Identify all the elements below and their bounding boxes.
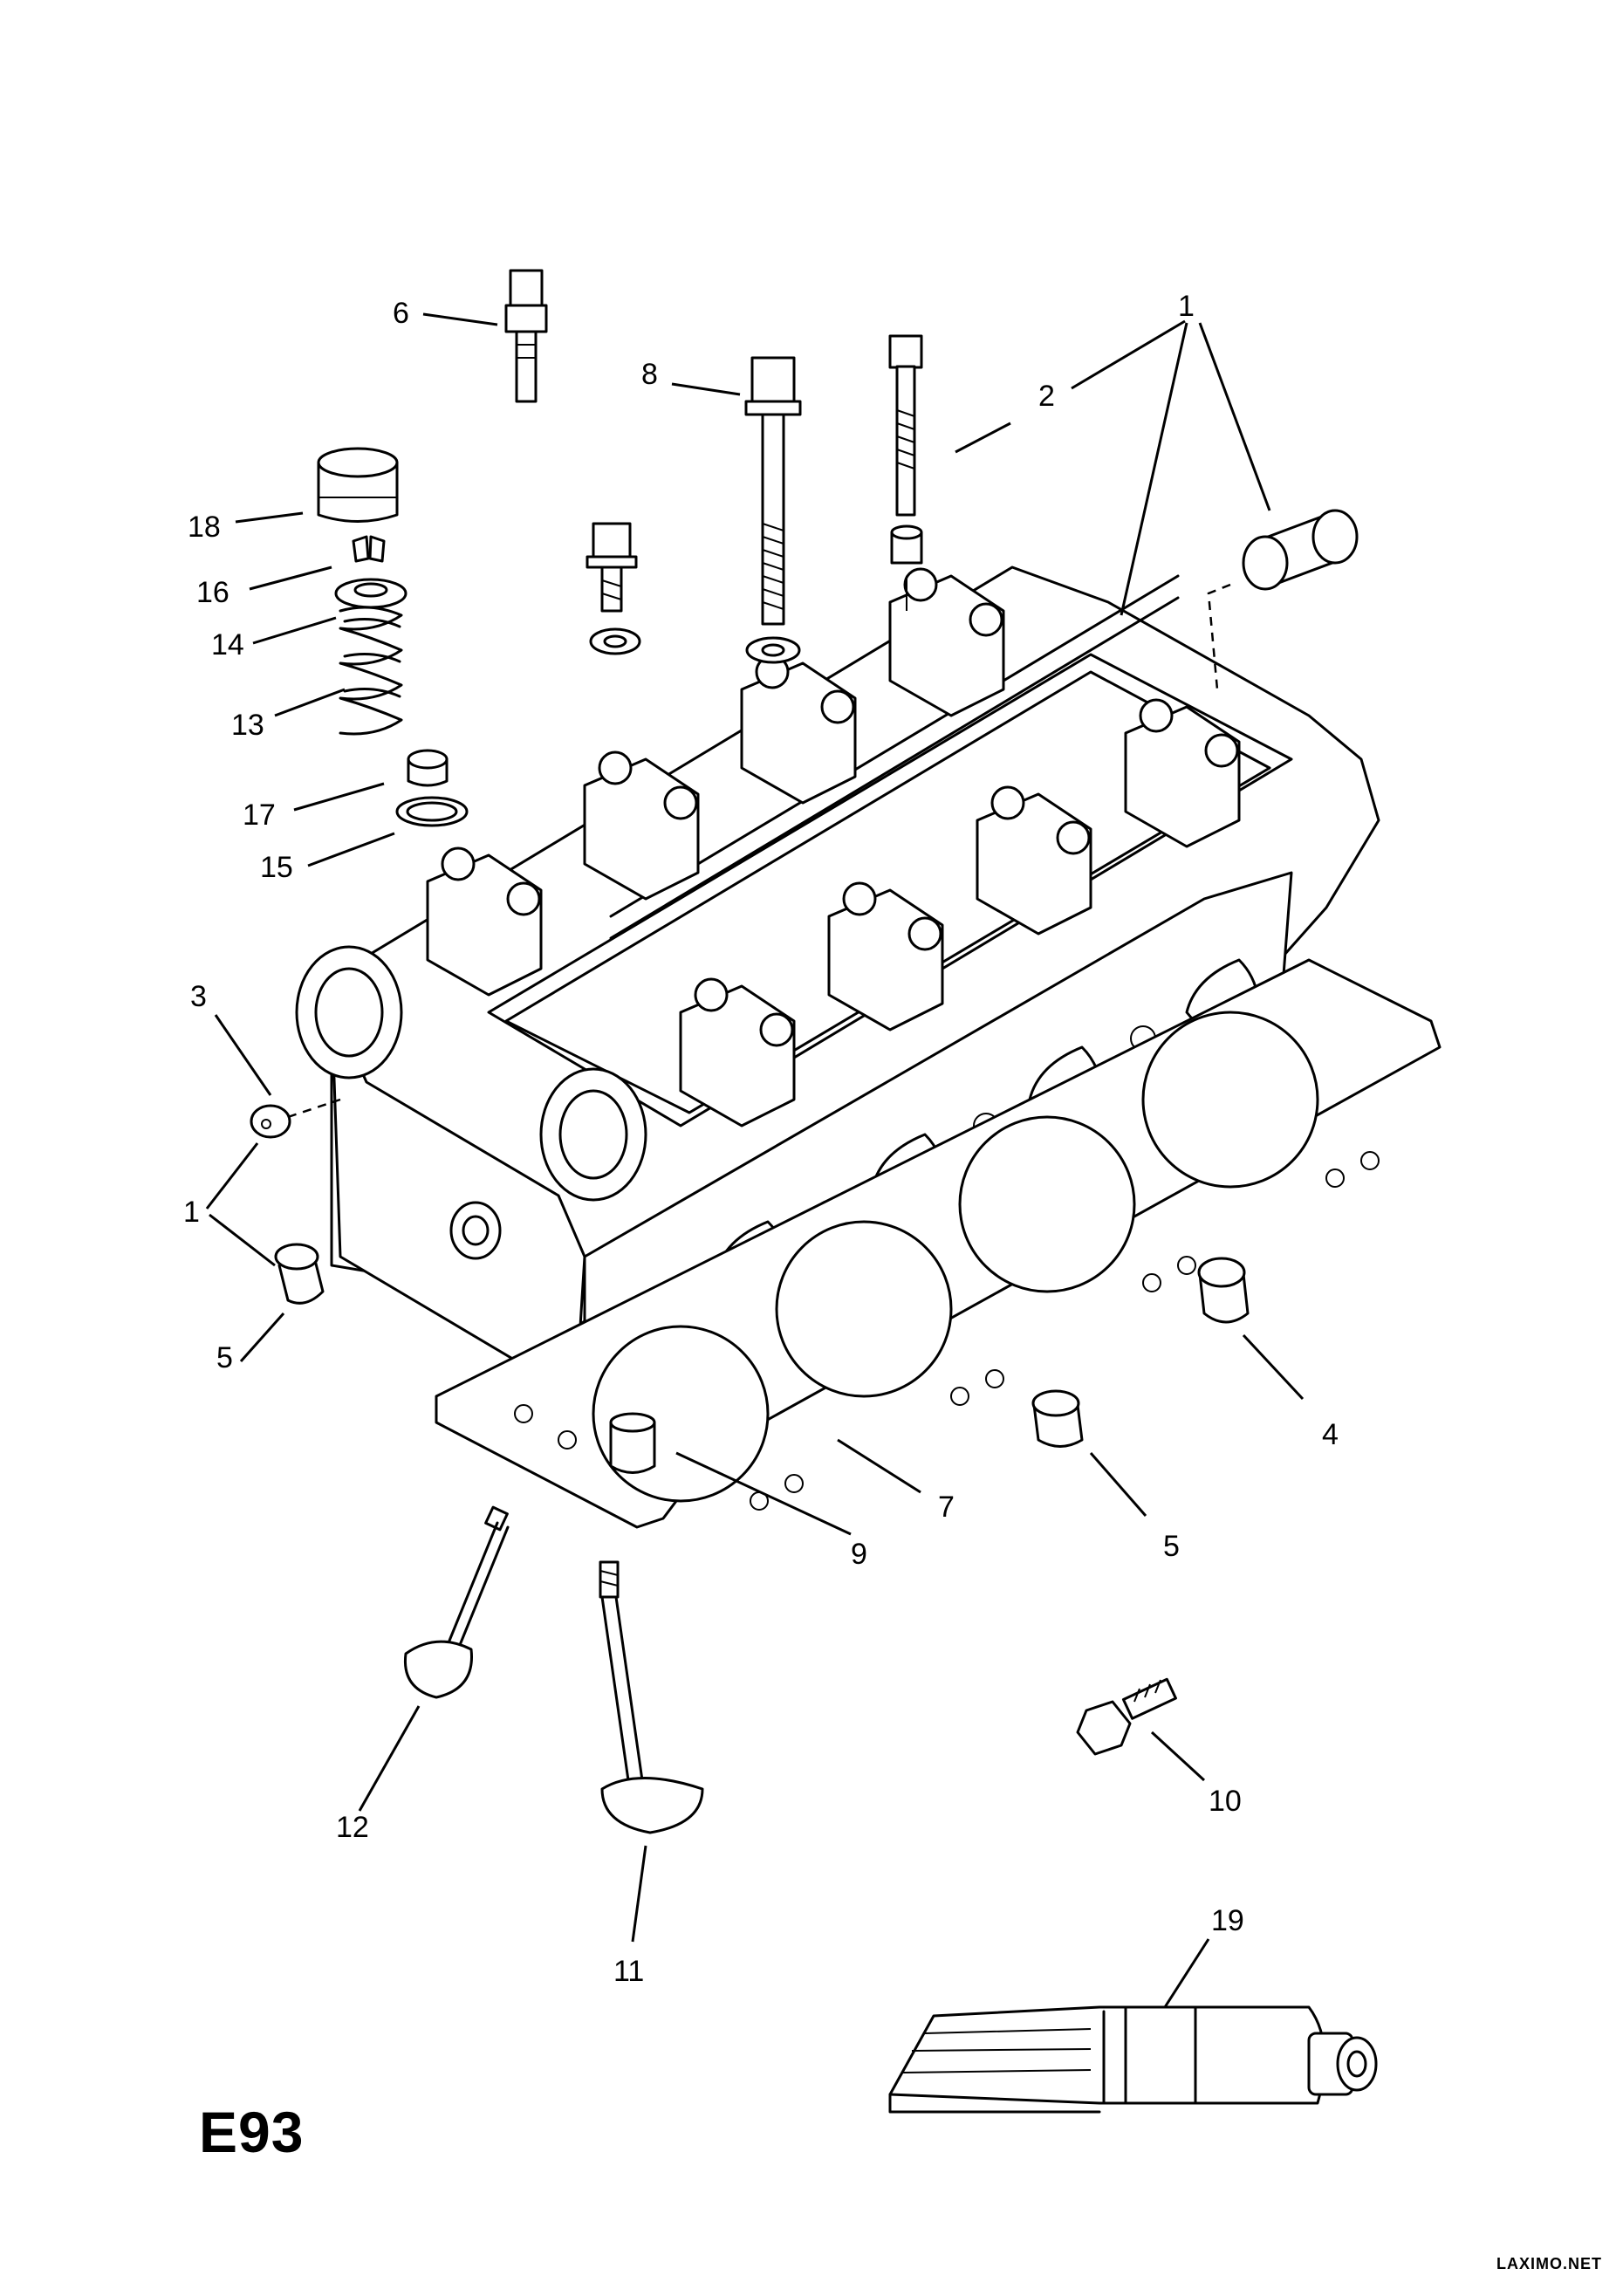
callout-5-left: 5	[216, 1341, 233, 1374]
diagram-code: E93	[199, 2100, 305, 2164]
callout-13: 13	[231, 709, 264, 742]
exhaust-valve	[599, 1560, 704, 1834]
leader-lines	[205, 312, 1305, 2008]
camshaft-seal-right	[1197, 1257, 1250, 1324]
seal-ring	[1031, 1389, 1084, 1448]
callout-12: 12	[336, 1811, 369, 1844]
callout-17: 17	[243, 798, 276, 832]
cylinder-head	[295, 565, 1380, 1398]
blanking-plug	[1207, 509, 1359, 690]
camshaft-seal-bores	[295, 945, 647, 1202]
cam-bearing-caps-intake	[426, 567, 1005, 997]
callout-9: 9	[851, 1538, 867, 1571]
callout-14: 14	[211, 628, 244, 661]
callout-1-top: 1	[1178, 290, 1195, 323]
cam-bearing-caps-exhaust	[679, 698, 1241, 1127]
intake-valve	[403, 1505, 510, 1699]
callout-18: 18	[188, 511, 221, 544]
callout-labels: 1 2 6 8 18 16 14 13 17 15 3 1 5 4 7 9 5 …	[183, 290, 1339, 1988]
callout-15: 15	[260, 851, 293, 884]
valve-keepers	[352, 535, 386, 563]
watermark: LAXIMO.NET	[1496, 2255, 1602, 2272]
spring-seat	[395, 796, 469, 827]
short-bolt	[586, 522, 641, 655]
cylinder-head-gasket	[435, 958, 1442, 1529]
callout-10: 10	[1209, 1785, 1242, 1818]
callout-11: 11	[613, 1955, 644, 1988]
callout-2: 2	[1038, 380, 1055, 413]
hydraulic-tappet	[317, 447, 399, 523]
flange-bolt	[1076, 1677, 1177, 1756]
callout-8: 8	[641, 358, 658, 391]
temperature-sender	[504, 269, 548, 403]
callout-16: 16	[196, 576, 229, 609]
callout-3: 3	[190, 980, 207, 1013]
callout-19: 19	[1211, 1904, 1244, 1937]
cylinder-head-bolt	[744, 356, 802, 664]
front-boss	[449, 1201, 502, 1260]
spring-retainer	[334, 578, 407, 609]
callout-5-right: 5	[1163, 1530, 1180, 1563]
dowel-sleeve	[609, 1412, 656, 1474]
stud-bolt	[888, 334, 923, 611]
sealant-tube	[888, 2005, 1378, 2114]
callout-7: 7	[938, 1491, 955, 1524]
callout-1-left: 1	[183, 1196, 200, 1229]
valve-spring	[339, 606, 403, 736]
valve-stem-seal	[407, 749, 449, 787]
callout-6: 6	[393, 297, 409, 330]
camshaft-seal-left	[274, 1243, 325, 1305]
callout-4: 4	[1322, 1418, 1339, 1451]
threaded-plug	[250, 1098, 341, 1139]
